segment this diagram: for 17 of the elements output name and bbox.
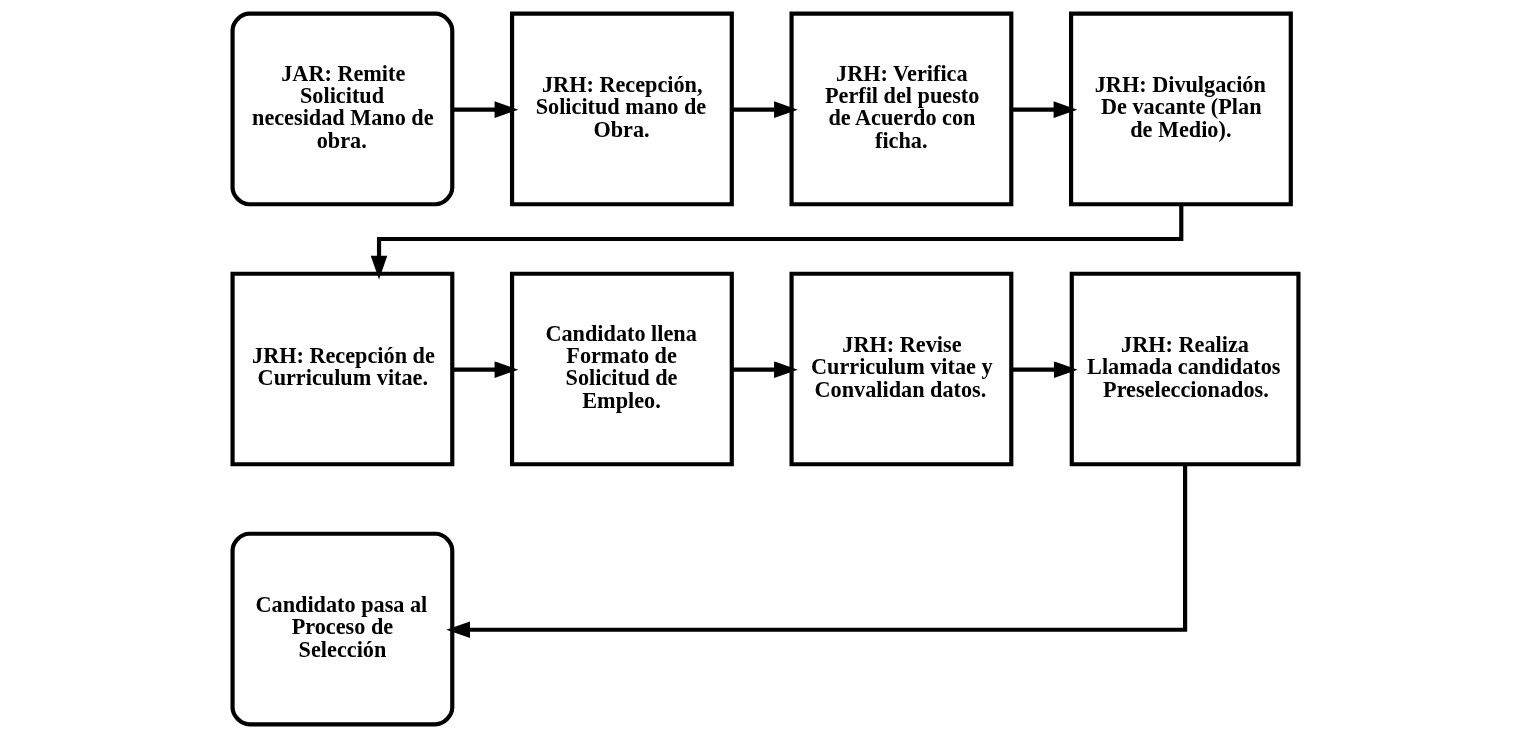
node-box: JRH: Recepción, Solicitud mano de Obra. [510,11,734,207]
node-box: JRH: Divulgación De vacante (Plan de Medio). [1069,11,1293,207]
node-box: Candidato pasa al Proceso de Selección [230,531,455,727]
arrow [452,101,519,118]
arrow [452,361,519,378]
arrow [732,101,798,118]
node-box: JRH: Revise Curriculum vitae y Convalidan datos. [789,271,1014,467]
node-box: JRH: Recepción de Curriculum vitae. [230,271,455,467]
node-box: Candidato llena Formato de Solicitud de Empleo. [510,271,734,467]
node-box: JRH: Realiza Llamada candidatos Preseleccionados. [1069,271,1301,467]
arrow [732,361,798,378]
arrow [1011,361,1078,378]
node-box: JAR: Remite Solicitud necesidad Mano de obra. [230,11,455,207]
arrow [446,464,1188,639]
arrow [1011,101,1078,118]
node-box: JRH: Verifica Perfil del puesto de Acuerdo con ficha. [789,11,1014,207]
arrow [370,204,1184,280]
